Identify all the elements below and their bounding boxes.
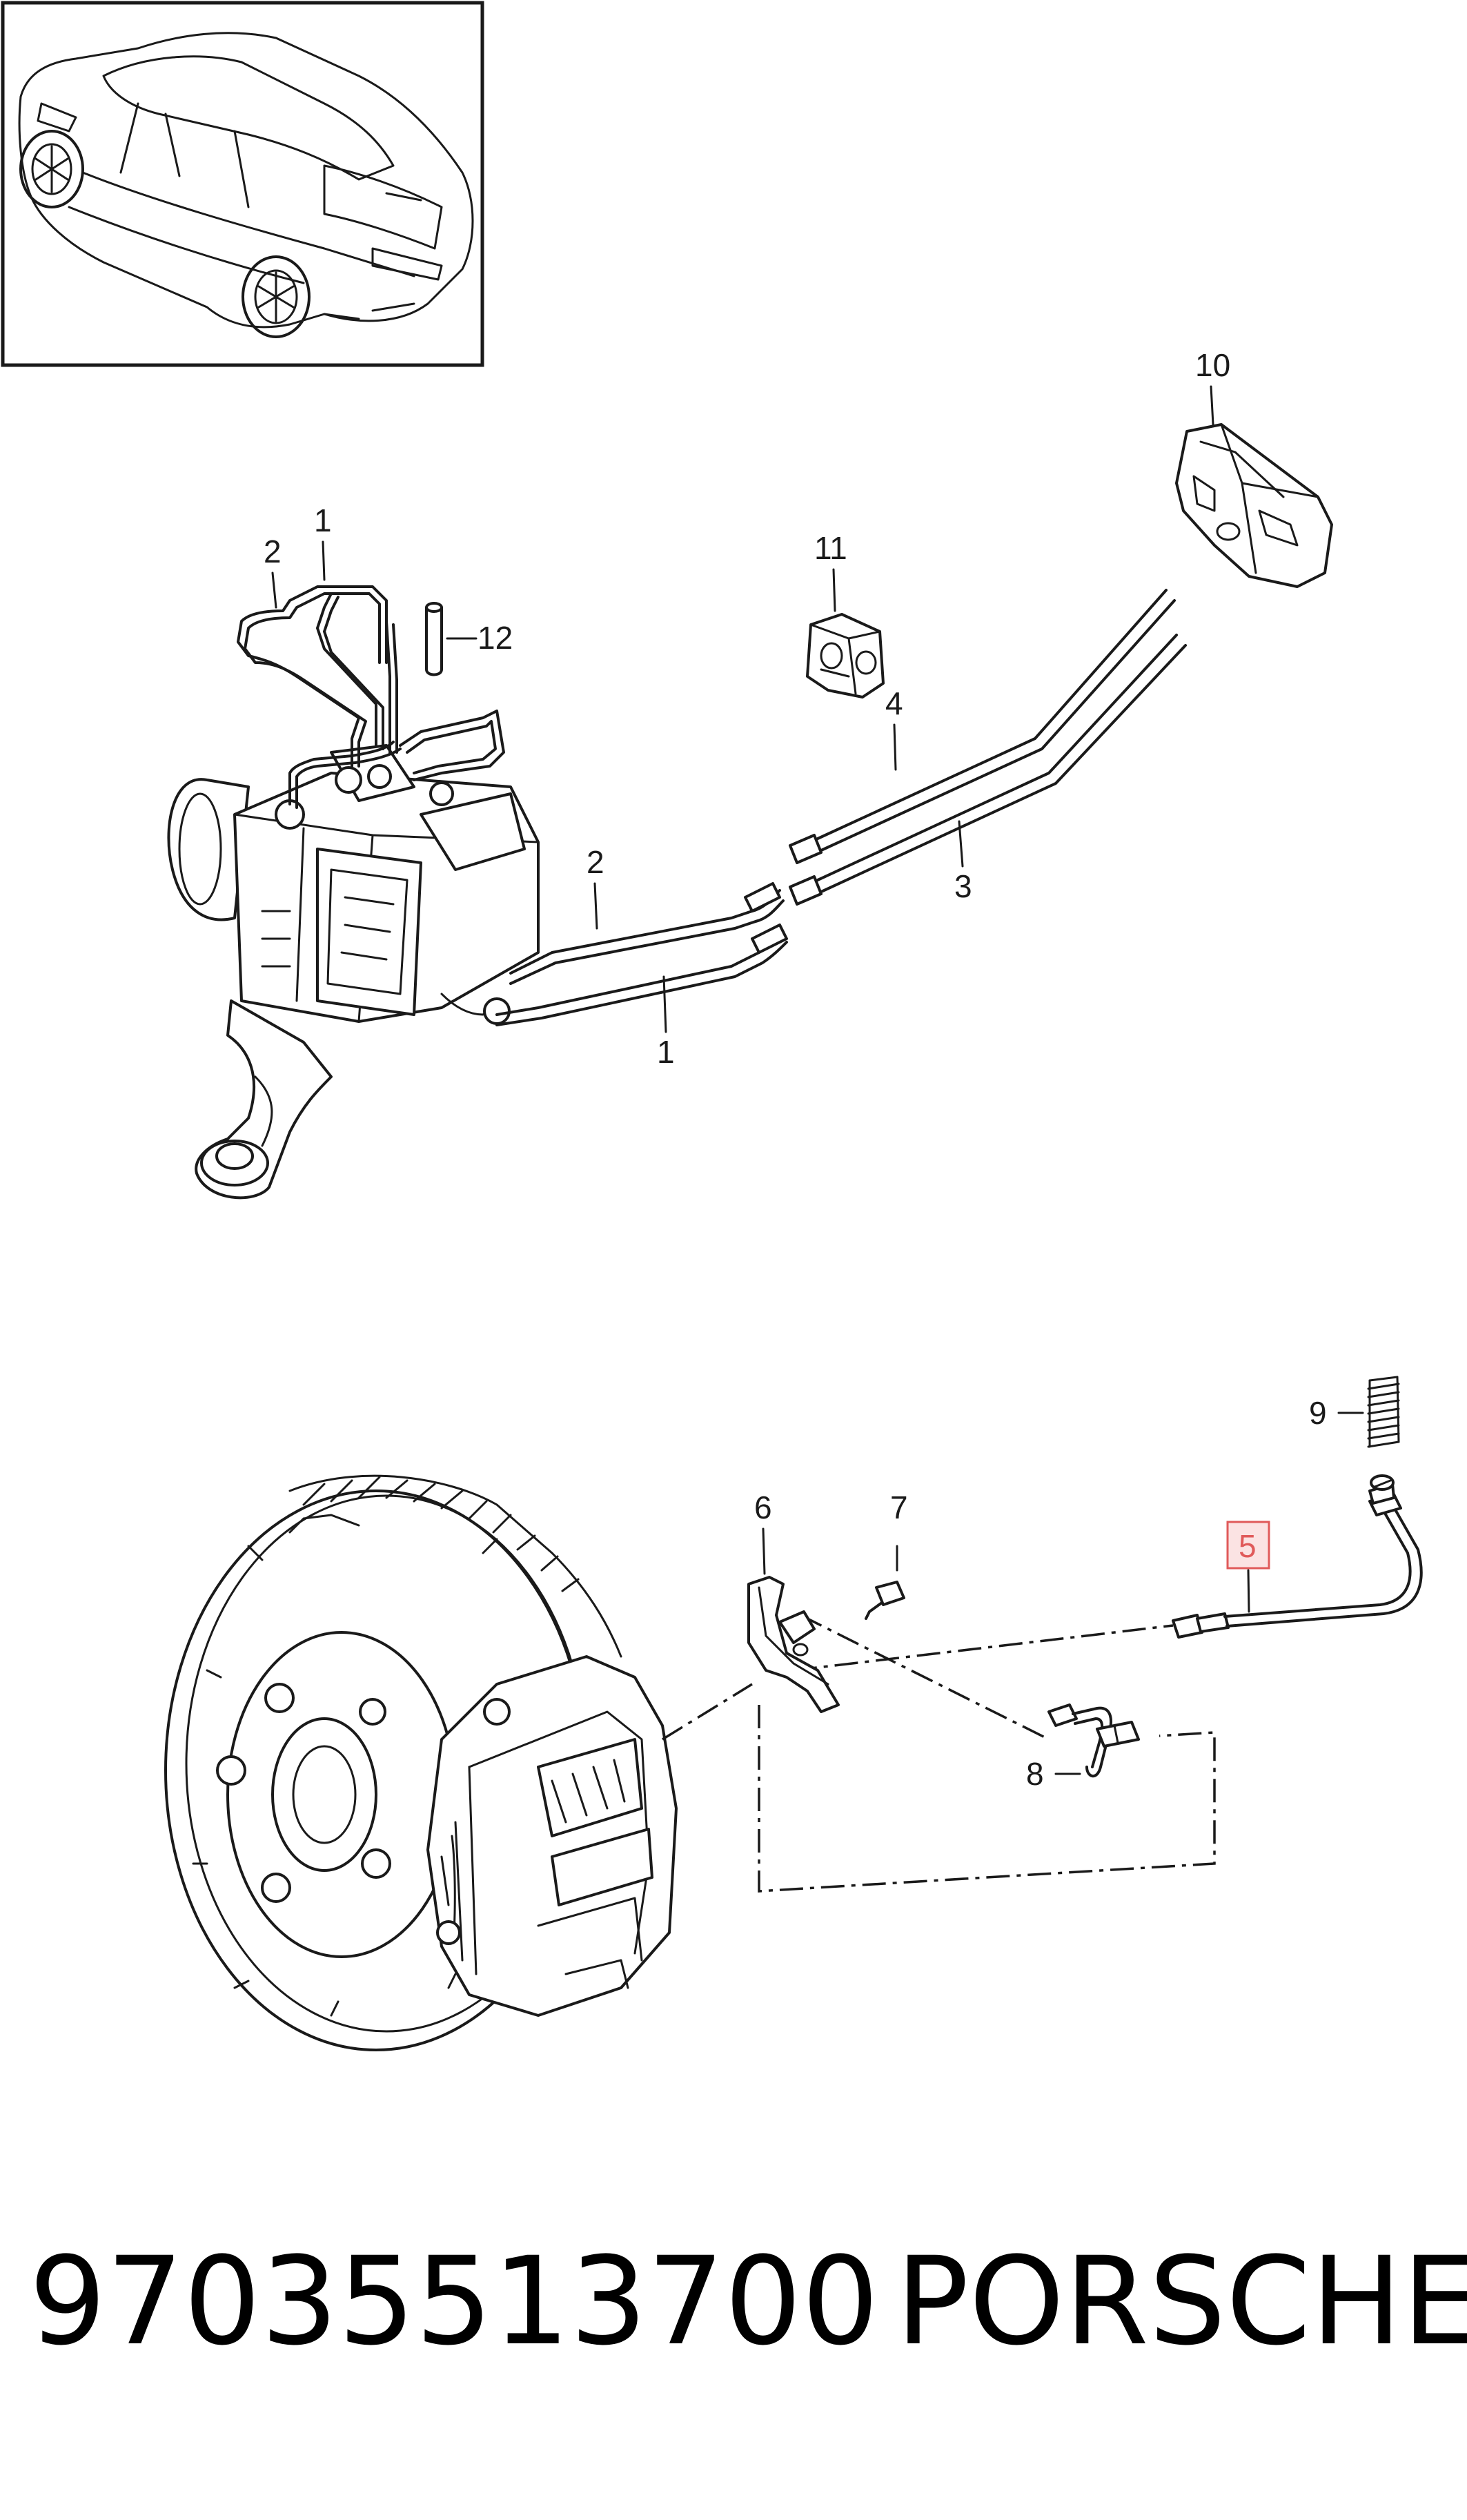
callout-5: 5 — [1239, 1528, 1257, 1564]
part-11-clip — [806, 613, 885, 699]
callout-2-lower: 2 — [587, 844, 604, 880]
callout-11: 11 — [814, 530, 847, 566]
abs-motor — [167, 778, 250, 921]
abs-pipes-lower — [495, 882, 788, 1026]
long-pipes-3-4 — [789, 589, 1187, 906]
part-6-holder — [747, 1576, 840, 1713]
abs-assembly — [167, 744, 540, 1200]
callout-7: 7 — [890, 1489, 908, 1525]
callout-1-upper: 1 — [314, 502, 332, 538]
callout-5-highlight — [1226, 1521, 1270, 1570]
callout-2-upper: 2 — [264, 534, 282, 569]
part-8-sensor — [1047, 1703, 1140, 1778]
callout-3: 3 — [954, 868, 972, 904]
part-5-brake-hose — [1172, 1474, 1423, 1639]
part-10-bracket — [1175, 423, 1333, 588]
part-7-bolt — [865, 1545, 905, 1620]
callout-10: 10 — [1195, 347, 1230, 383]
callout-4: 4 — [885, 685, 903, 721]
car-illustration — [18, 32, 474, 338]
part-9-spring — [1337, 1376, 1400, 1448]
callout-labels: 1 2 12 11 10 4 3 2 1 9 6 7 5 8 — [264, 347, 1327, 1792]
brake-caliper — [426, 1655, 678, 2017]
callout-1-lower: 1 — [657, 1034, 675, 1070]
part-12-plug — [425, 602, 477, 676]
callout-6: 6 — [754, 1489, 772, 1525]
callout-8: 8 — [1026, 1756, 1044, 1792]
part-number: 97035513700 — [29, 2231, 879, 2372]
vehicle-thumbnail — [1, 1, 484, 367]
footer: 97035513700 PORSCHE — [0, 2229, 1467, 2374]
brand-name: PORSCHE — [896, 2231, 1467, 2372]
abs-pipes-upper — [237, 585, 505, 809]
callout-12: 12 — [477, 620, 513, 656]
leader-lines — [662, 1614, 1216, 1893]
callout-9: 9 — [1309, 1395, 1327, 1431]
